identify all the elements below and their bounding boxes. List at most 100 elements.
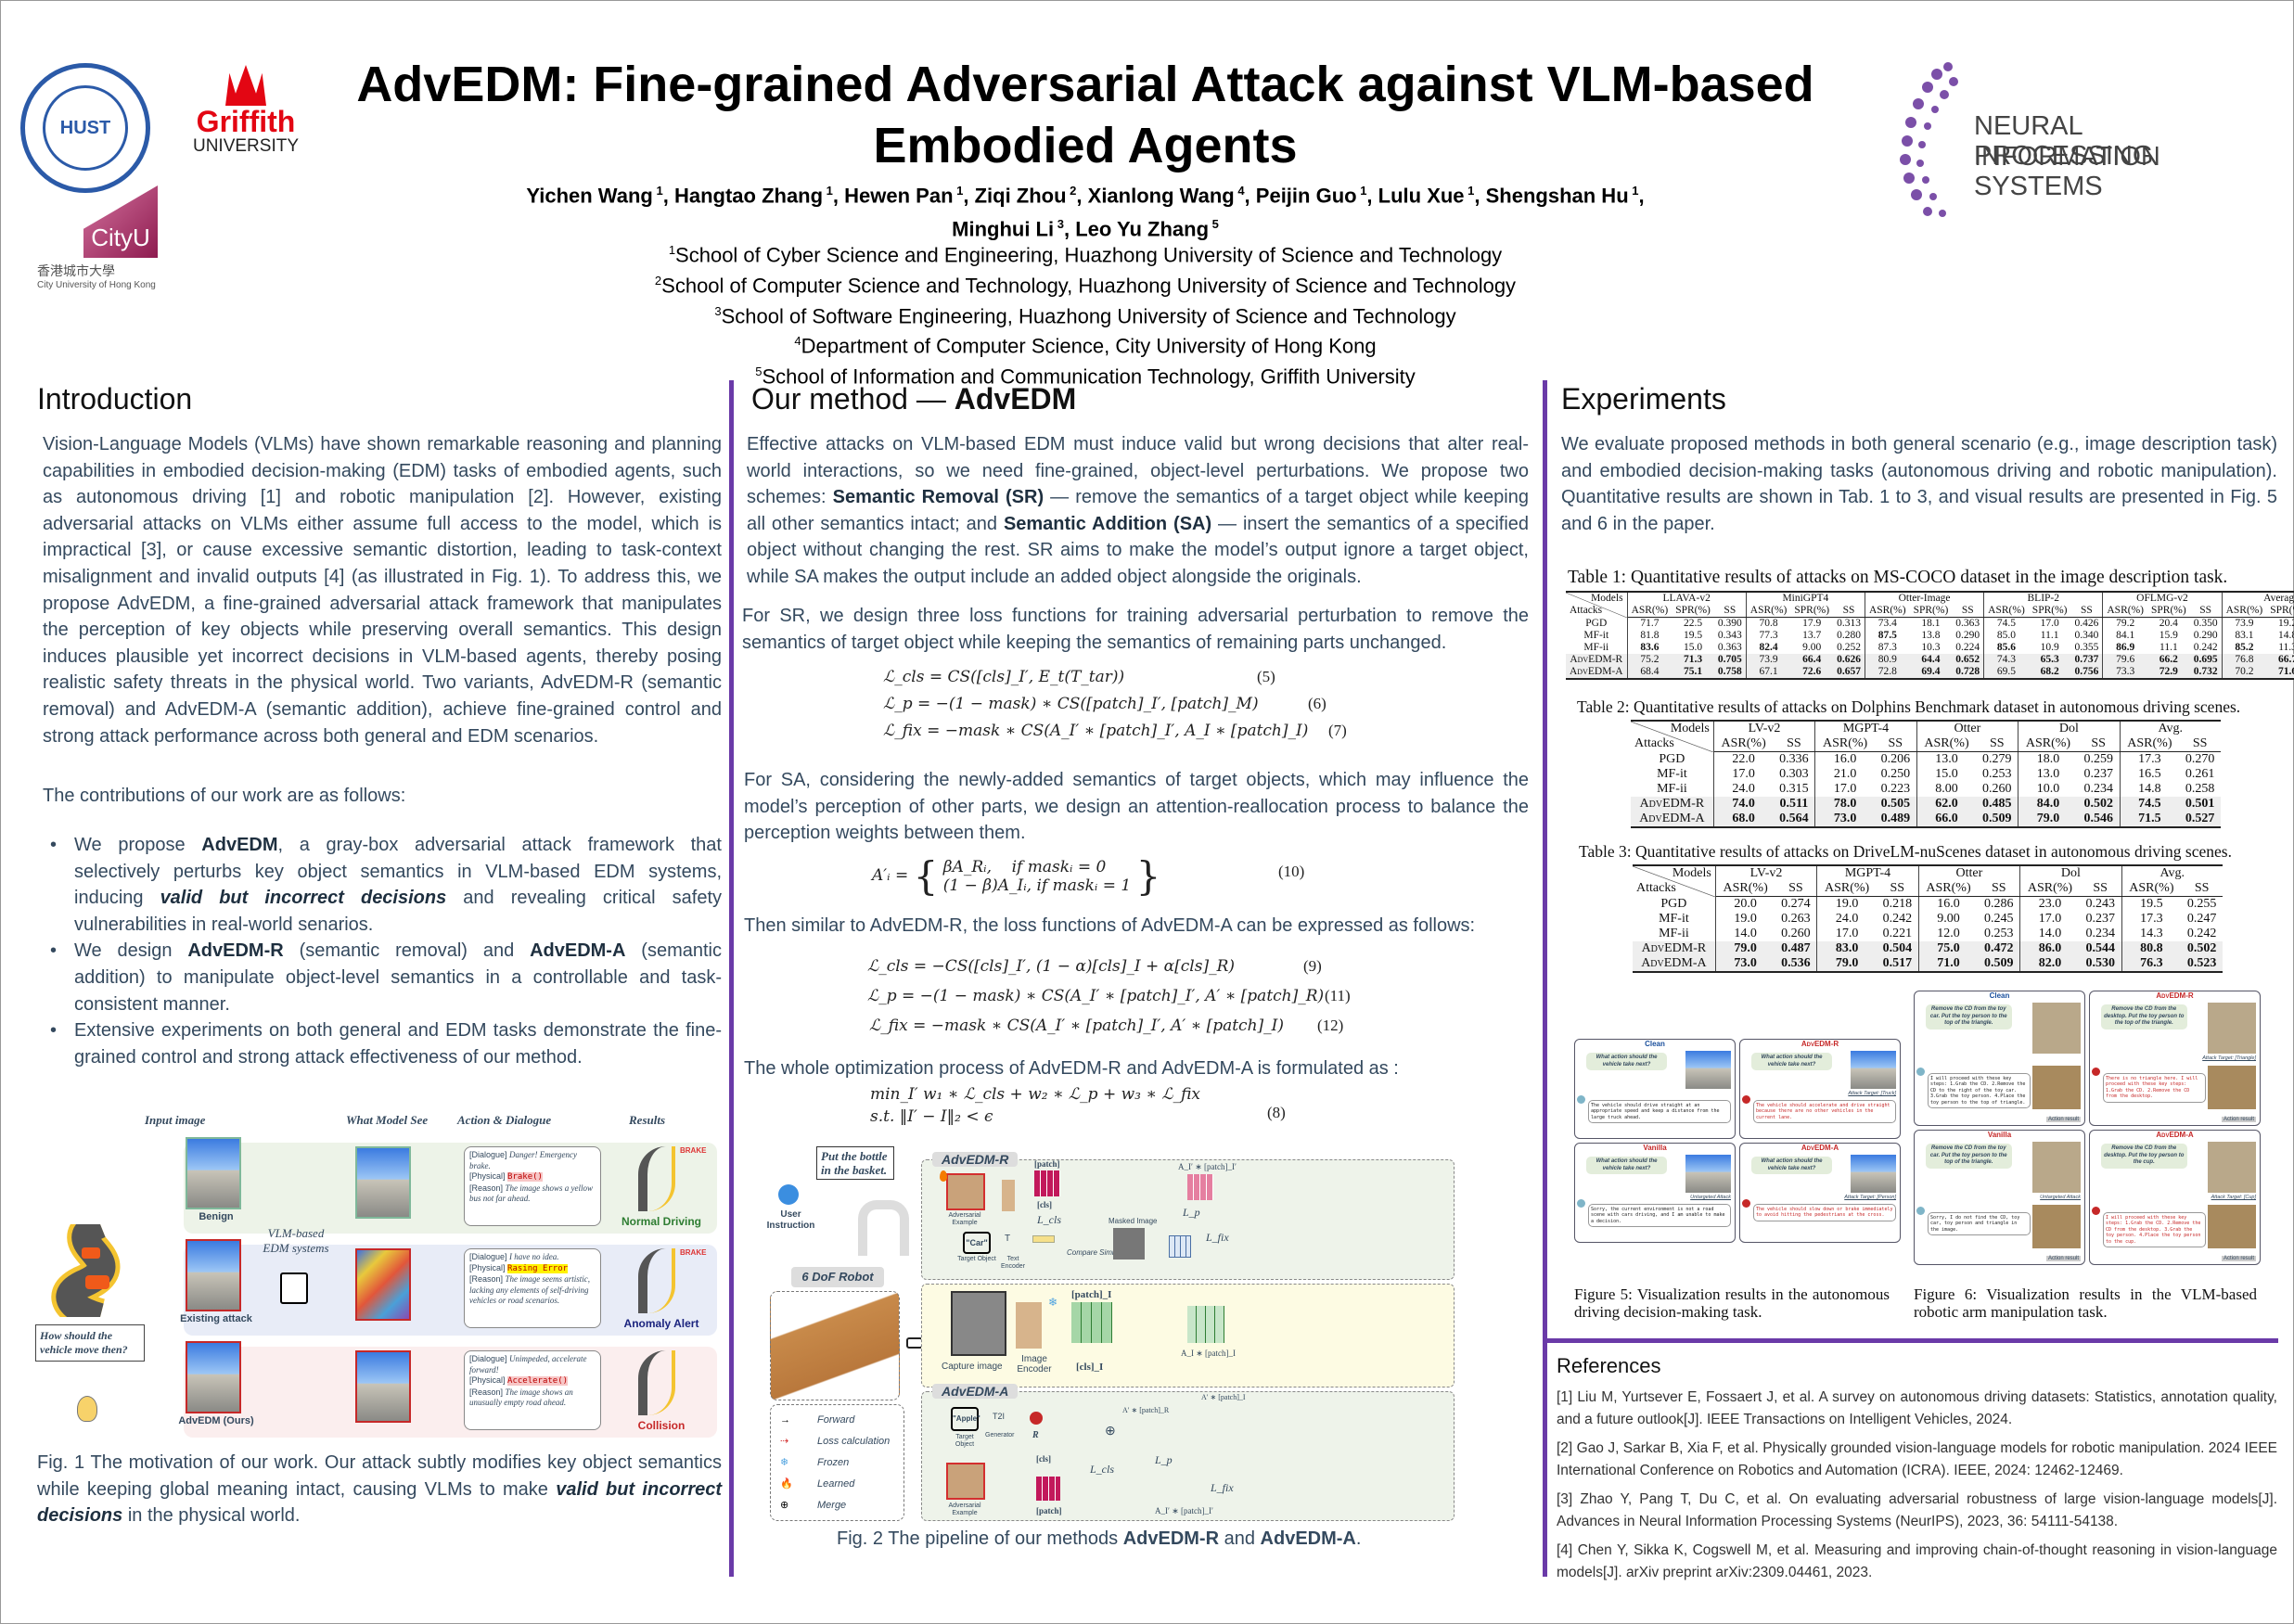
table-cell: 0.472 xyxy=(1978,941,2021,956)
hust-logo: HUST xyxy=(20,63,150,193)
attack-name: MF-ii xyxy=(1631,782,1714,797)
corner-models: Models xyxy=(1672,866,1711,881)
table-cell: 74.5 xyxy=(2120,797,2180,812)
avatar-icon xyxy=(1742,1095,1750,1105)
metric-header: SS xyxy=(1874,736,1917,752)
table-cell: 0.261 xyxy=(2185,767,2215,781)
reference-item: [2] Gao J, Sarkar B, Xia F, et al. Physi… xyxy=(1557,1440,2277,1478)
table-cell: 0.237 xyxy=(2079,912,2122,927)
table-cell: 13.0 xyxy=(1935,752,1958,766)
lp-label-a: L_p xyxy=(1155,1453,1173,1466)
author-affiliation-mark: 1 xyxy=(1464,184,1475,198)
table-cell: 73.9 xyxy=(1746,654,1791,666)
reason-line: [Reason] The image shows a yellow bus no… xyxy=(469,1183,596,1205)
table-cell: 0.502 xyxy=(2181,941,2223,956)
answer-bubble: I will proceed with these key steps: 1.G… xyxy=(1928,1072,2031,1109)
affiliation-text: School of Computer Science and Technolog… xyxy=(661,274,1517,298)
metric-header: SPR(%) xyxy=(1672,605,1714,618)
metric-header: ASR(%) xyxy=(1627,605,1672,618)
winding-road-illustration xyxy=(45,1224,147,1317)
model-header: Otter xyxy=(1916,721,2019,736)
table-cell: 10.9 xyxy=(2040,642,2059,653)
figure-5-caption: Figure 5: Visualization results in the a… xyxy=(1574,1285,1890,1321)
table-cell: 71.3 xyxy=(1672,654,1714,666)
equation-8-number: (8) xyxy=(1267,1104,1286,1121)
table-cell: 0.315 xyxy=(1773,782,1816,797)
table-cell: 0.355 xyxy=(2070,642,2104,654)
target-apple-box: "Apple" xyxy=(951,1407,980,1431)
model-header: OFLMG-v2 xyxy=(2102,592,2223,605)
table-cell: 17.0 xyxy=(2038,912,2062,926)
tag: [Reason] xyxy=(469,1183,504,1193)
table-cell: 72.8 xyxy=(1865,666,1910,679)
robot-scene xyxy=(770,1291,900,1400)
model-header: LV-v2 xyxy=(1713,721,1816,736)
table-cell: 66.0 xyxy=(1916,812,1977,827)
metric-header: ASR(%) xyxy=(1746,605,1791,618)
table-cell: 0.485 xyxy=(1976,797,2019,812)
advedm-r-title: AdvEDM-R xyxy=(932,1152,1019,1167)
attack-target-tag: Untargeted Attack xyxy=(1690,1195,1731,1201)
table-cell: 72.6 xyxy=(1790,666,1834,679)
dialogue-line: [Dialogue] Danger! Emergency brake. xyxy=(469,1150,596,1171)
table-cell: 19.5 xyxy=(1683,630,1703,641)
table-cell: 0.501 xyxy=(2179,797,2221,812)
affiliation: 1School of Cyber Science and Engineering… xyxy=(519,237,1651,268)
table-cell: 0.363 xyxy=(1952,617,1985,630)
attack-name: AdvEDM-A xyxy=(1633,956,1716,972)
metric-header: ASR(%) xyxy=(1816,881,1877,897)
table-cell: 0.758 xyxy=(1713,666,1747,679)
answer-bubble: The vehicle should accelerate and drive … xyxy=(1753,1099,1896,1124)
contribution-item: We propose AdvEDM, a gray-box adversaria… xyxy=(43,832,722,938)
griffith-logo: Griffith UNIVERSITY xyxy=(186,65,306,156)
table-cell: 22.0 xyxy=(1732,752,1755,766)
metric-header: ASR(%) xyxy=(2121,881,2182,897)
tag: [Physical] xyxy=(469,1262,506,1272)
panel-title: AdvEDM-R xyxy=(1801,1040,1839,1048)
table-cell: 0.206 xyxy=(1874,751,1917,767)
affiliation: 3School of Software Engineering, Huazhon… xyxy=(519,299,1651,329)
adversarial-example-label: Adversarial Example xyxy=(948,1212,981,1226)
table-cell: 15.9 xyxy=(2159,630,2178,641)
table-cell: 73.4 xyxy=(1877,618,1897,629)
author-name: Lulu Xue xyxy=(1378,184,1465,208)
table-cell: 71.5 xyxy=(2120,812,2180,827)
input-image xyxy=(186,1137,241,1209)
table-cell: 0.564 xyxy=(1773,812,1816,827)
equation: ℒ_cls = CS([cls]_I′, E_t(T_tar)) xyxy=(883,668,1125,686)
capture-image xyxy=(951,1291,1006,1356)
affiliation-text: School of Software Engineering, Huazhong… xyxy=(721,303,1456,327)
table-cell: 0.489 xyxy=(1874,812,1917,827)
patch-i-label: [patch]_I xyxy=(1071,1289,1112,1300)
metric-header: ASR(%) xyxy=(1916,736,1977,752)
result-label: Collision xyxy=(637,1419,686,1432)
model-header: Otter xyxy=(1918,865,2021,881)
table-cell: 24.0 xyxy=(1732,782,1755,796)
table-cell: 79.0 xyxy=(1816,956,1877,972)
affiliation-number: 3 xyxy=(714,303,722,318)
table-cell: 66.4 xyxy=(1790,654,1834,666)
experiments-paragraph: We evaluate proposed methods in both gen… xyxy=(1561,434,2277,534)
instruction-bubble: Put the bottle in the basket. xyxy=(816,1146,894,1180)
table-cell: 73.0 xyxy=(1715,956,1775,972)
cityu-english-name: City University of Hong Kong xyxy=(37,280,156,290)
metric-header: ASR(%) xyxy=(1865,605,1910,618)
metric-header: SS xyxy=(1976,736,2019,752)
avatar-icon xyxy=(2092,1206,2100,1215)
model-header: Avg. xyxy=(2158,722,2184,735)
author-name: Minghui Li xyxy=(952,217,1055,241)
table-cell: 13.0 xyxy=(2036,767,2060,781)
attack-name: PGD xyxy=(1566,617,1628,630)
